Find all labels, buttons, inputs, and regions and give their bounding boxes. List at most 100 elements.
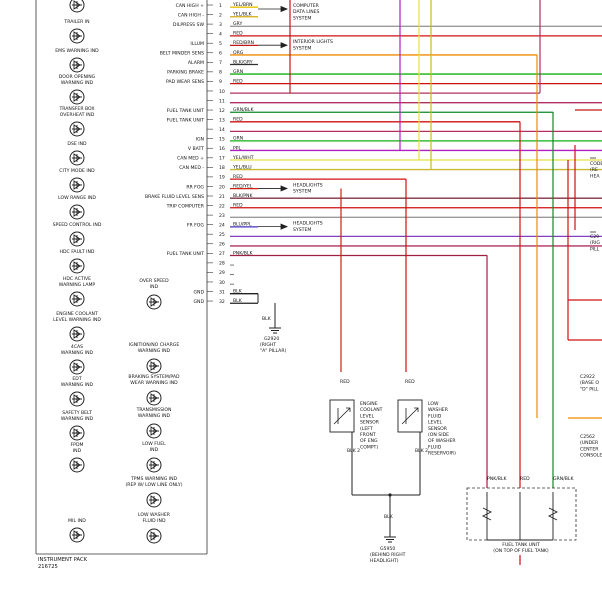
- safety-belt-icon: [69, 425, 85, 441]
- pin-number-6: 6: [219, 51, 222, 57]
- wire-label-18: YEL/BLU: [232, 164, 252, 170]
- diode-symbol-icon: [72, 428, 82, 438]
- wire-label-20: RED/YEL: [233, 183, 253, 189]
- indicator-label-door-opening: WARNING IND: [61, 80, 94, 86]
- fuel-tank-unit-title: FUEL TANK UNIT: [502, 542, 540, 548]
- speed-control-icon: [69, 231, 85, 247]
- indicator-label-low-range: LOW RANGE IND: [58, 195, 96, 201]
- pin-number-18: 18: [219, 165, 225, 171]
- wire-label-13: RED: [233, 117, 243, 123]
- pin-number-15: 15: [219, 137, 225, 143]
- wire-label-5: RED/BRN: [233, 40, 254, 46]
- indicator-label-safety-belt: SAFETY BELT: [62, 410, 92, 416]
- switch-symbol-icon-2: [401, 407, 419, 425]
- washer-top-wire: RED: [405, 379, 415, 385]
- pin-function-27: FUEL TANK UNIT: [167, 251, 205, 257]
- interior-lights-ref-arrow-icon: [258, 42, 289, 49]
- transfer-box-icon: [69, 121, 85, 137]
- indicator-label-low-washer: FLUID IND: [142, 518, 165, 524]
- pin-number-20: 20: [219, 184, 225, 190]
- indicator-label-trailer-in: TRAILER IN: [63, 19, 89, 25]
- pin-function-7: ALARM: [188, 60, 204, 66]
- wire-label-7: BLK/GRY: [233, 59, 253, 65]
- ground-symbol-icon-2: [384, 536, 396, 543]
- washer-sensor-label: WASHER: [428, 407, 449, 413]
- diode-symbol-icon: [72, 153, 82, 163]
- indicator-label-mil: MIL IND: [68, 518, 86, 524]
- coolant-sensor-label: SENSOR: [360, 420, 380, 426]
- pin-number-28: 28: [219, 261, 225, 267]
- city-mode-icon: [69, 177, 85, 193]
- pin-function-31: GND: [193, 289, 204, 295]
- indicator-label-hdc-fault: HDC FAULT IND: [60, 249, 95, 255]
- diode-symbol-icon: [72, 31, 82, 41]
- pin-function-3: DILPRESS SW: [173, 22, 205, 28]
- wire-label-16: PPL: [233, 145, 242, 151]
- interior-lights-ref: SYSTEM: [293, 45, 311, 51]
- indicator-label-hdc-active: WARNING LAMP: [59, 282, 96, 288]
- pin-function-5: ILLUM: [190, 41, 204, 47]
- indicator-label-edt: WARNING IND: [61, 382, 94, 388]
- pin-number-21: 21: [219, 194, 225, 200]
- pin-function-1: CAN HIGH +: [176, 3, 205, 9]
- pin-function-6: BELT MINDER SENS: [160, 51, 204, 57]
- dse-icon: [69, 150, 85, 166]
- pin-number-27: 27: [219, 251, 225, 257]
- g5950-loc: (BEHIND RIGHT: [370, 552, 406, 558]
- washer-sensor-label: RESERVOIR): [428, 451, 456, 457]
- pin-number-10: 10: [219, 89, 225, 95]
- wire-label-4: RED: [233, 31, 243, 37]
- indicator-label-engine-coolant: ENGINE COOLANT: [56, 311, 98, 317]
- coolant-sensor-label: FRONT: [360, 432, 376, 438]
- indicator-label-transmission: TRANSMISSION: [136, 407, 172, 413]
- indicator-label-hdc-active: HDC ACTIVE: [63, 276, 91, 282]
- pin-number-19: 19: [219, 175, 225, 181]
- wire-label-17: YEL/WHT: [232, 155, 254, 161]
- pin-function-15: IGN: [196, 137, 204, 143]
- coolant-sensor-label: (LEFT: [360, 426, 373, 432]
- pin-number-24: 24: [219, 222, 225, 228]
- indicator-label-transfer-box: OVERHEAT IND: [60, 112, 95, 118]
- indicator-label-engine-coolant: LEVEL WARNING IND: [53, 317, 101, 323]
- diode-symbol-icon: [149, 460, 159, 470]
- wire-label-8: GRN: [233, 69, 243, 75]
- right-edge-label-a: HEA: [590, 173, 600, 179]
- coolant-top-wire: RED: [340, 379, 350, 385]
- indicator-label-ems-warning: EMS WARNING IND: [55, 48, 99, 54]
- diode-symbol-icon: [72, 124, 82, 134]
- diode-symbol-icon: [72, 294, 82, 304]
- washer-sensor-label: OF WASHER: [428, 438, 456, 444]
- fpdm-icon: [69, 457, 85, 473]
- coolant-sensor-label: ENGINE: [360, 401, 378, 407]
- indicator-label-braking-system: BRAKING SYSTEM/PAD: [128, 374, 180, 380]
- right-edge-label-b: PILL: [590, 246, 600, 252]
- coolant-sensor-label: LEVEL: [360, 413, 375, 419]
- wire-label-21: BLK/PNK: [233, 193, 253, 199]
- wire-label-3: GRY: [233, 21, 242, 27]
- headlights-ref-2-arrow-icon: [258, 223, 289, 230]
- mil-icon: [69, 527, 85, 543]
- diode-symbol-icon: [72, 60, 82, 70]
- low-range-icon: [69, 204, 85, 220]
- wire-label-22: RED: [233, 203, 243, 209]
- indicator-label-tpms: (REP W/ LOW LINE ONLY): [126, 482, 183, 488]
- pin-number-13: 13: [219, 117, 225, 123]
- indicator-label-dse: DSE IND: [67, 141, 87, 147]
- fuel-wire-label-2: GRN/BLK: [553, 476, 574, 482]
- c2562-label: C2562: [580, 434, 595, 440]
- trailer-in-icon: [69, 28, 85, 44]
- computer-data-ref-arrow-icon: [258, 5, 289, 13]
- wire-label-2: YEL/BLK: [232, 12, 253, 18]
- pin-number-14: 14: [219, 127, 225, 133]
- indicator-label-low-fuel: LOW FUEL: [142, 441, 166, 447]
- indicator-label-speed-control: SPEED CONTROL IND: [53, 222, 102, 228]
- wire-label-27: PNK/BLK: [233, 250, 253, 256]
- wire-label-12: GRN/BLK: [233, 107, 254, 113]
- right-edge-stub-lines: [590, 157, 596, 233]
- washer-sensor-label: LEVEL: [428, 420, 443, 426]
- indicator-label-fpdm: IND: [73, 448, 82, 454]
- wire-label-19: RED: [233, 174, 243, 180]
- fuel-wire-label-1: RED: [520, 476, 530, 482]
- indicator-label-over-speed: IND: [150, 284, 159, 290]
